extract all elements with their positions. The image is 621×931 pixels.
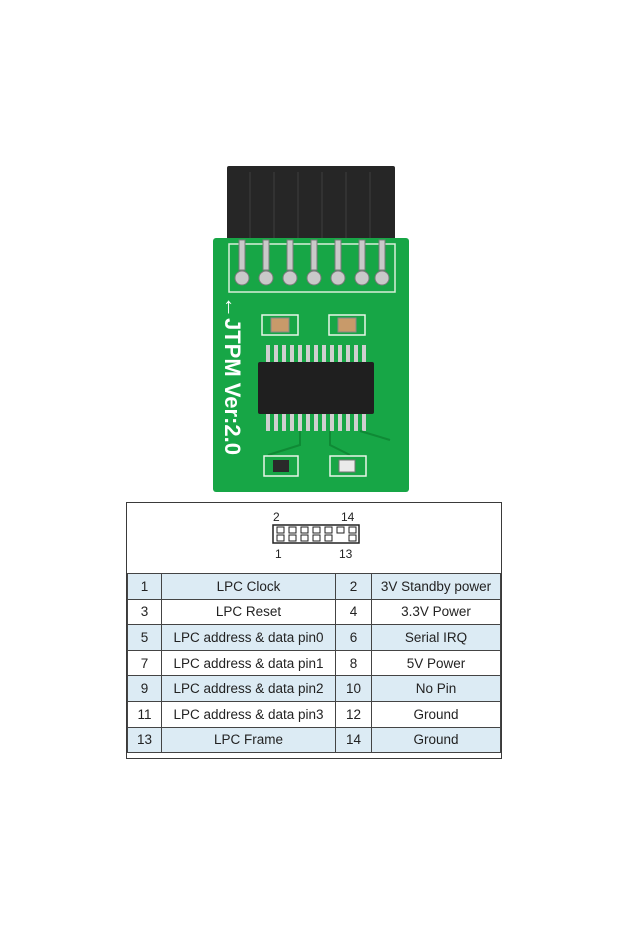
pin-number: 6	[335, 624, 372, 651]
header-diagram-svg	[272, 524, 360, 544]
pcb-traces	[267, 430, 391, 456]
header-pin-label-bottom-right: 13	[339, 547, 353, 561]
table-row: 11 LPC address & data pin3 12 Ground	[127, 700, 501, 728]
pin-number: 12	[335, 700, 372, 728]
pin-number: 9	[127, 675, 162, 702]
ic-pins	[266, 345, 366, 431]
header-pins	[234, 239, 390, 286]
table-row: 3 LPC Reset 4 3.3V Power	[127, 598, 501, 626]
pin-description: Serial IRQ	[371, 624, 501, 651]
pin-description: LPC address & data pin2	[161, 675, 336, 702]
pin-description: LPC Frame	[161, 726, 336, 754]
bottom-components	[263, 455, 367, 477]
pin-number: 5	[127, 624, 162, 651]
pin-description: LPC address & data pin1	[161, 649, 336, 677]
pin-description: LPC Clock	[161, 573, 336, 600]
tpm-module-illustration: JTPM Ver:2.0 ←	[213, 166, 409, 492]
top-capacitors	[261, 314, 366, 336]
pin-description: LPC Reset	[161, 598, 336, 626]
pin-description: LPC address & data pin0	[161, 624, 336, 651]
header-pin-label-bottom-left: 1	[275, 547, 282, 561]
pin-description: Ground	[371, 726, 501, 754]
table-row: 5 LPC address & data pin0 6 Serial IRQ	[127, 624, 501, 651]
pin-description: 3V Standby power	[371, 573, 501, 600]
connector-housing	[227, 166, 395, 242]
header-pin-label-top-left: 2	[273, 510, 280, 524]
silkscreen-label: JTPM Ver:2.0	[220, 318, 245, 455]
pin-number: 2	[335, 573, 372, 600]
pin-number: 13	[127, 726, 162, 754]
pin-number: 4	[335, 598, 372, 626]
pin-description: LPC address & data pin3	[161, 700, 336, 728]
pin-number: 10	[335, 675, 372, 702]
table-row: 1 LPC Clock 2 3V Standby power	[127, 573, 501, 600]
pinout-table: 1 LPC Clock 2 3V Standby power 3 LPC Res…	[127, 573, 501, 754]
table-row: 7 LPC address & data pin1 8 5V Power	[127, 649, 501, 677]
pin-description: Ground	[371, 700, 501, 728]
pin-number: 14	[335, 726, 372, 754]
pinout-table-frame: 2 14 1 13 1 LPC Clock 2 3V Standby power…	[126, 502, 502, 759]
pin-number: 3	[127, 598, 162, 626]
connector-slots	[249, 172, 371, 238]
ic-chip	[258, 362, 374, 414]
table-row: 13 LPC Frame 14 Ground	[127, 726, 501, 754]
table-row: 9 LPC address & data pin2 10 No Pin	[127, 675, 501, 702]
pin-number: 11	[127, 700, 162, 728]
pin-description: 3.3V Power	[371, 598, 501, 626]
header-pin-label-top-right: 14	[341, 510, 355, 524]
header-diagram: 2 14 1 13	[127, 503, 501, 573]
pin-description: 5V Power	[371, 649, 501, 677]
pin-number: 7	[127, 649, 162, 677]
pin-number: 8	[335, 649, 372, 677]
pin-number: 1	[127, 573, 162, 600]
pin-description: No Pin	[371, 675, 501, 702]
silkscreen-arrow: ←	[220, 296, 245, 318]
